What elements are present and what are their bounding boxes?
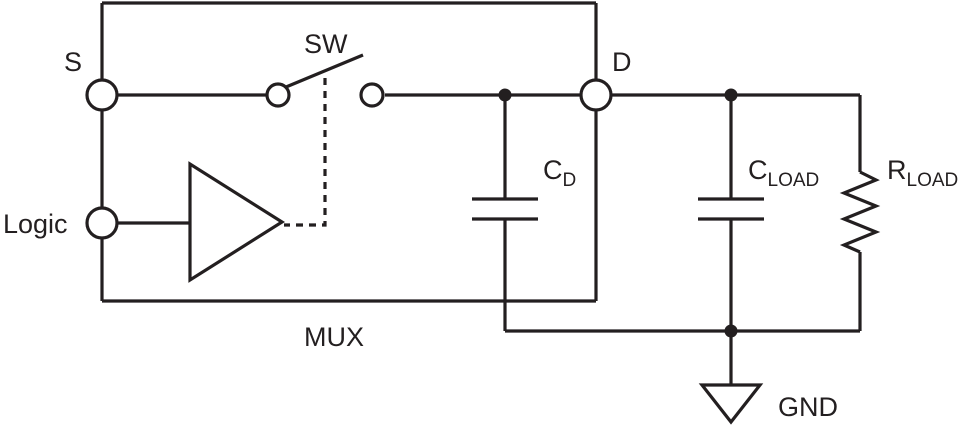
junction-dot [724,88,738,102]
resistor-zigzag [839,170,881,254]
switch-control-link [284,78,327,227]
junction-dot [498,88,512,102]
switch-blade [285,53,364,89]
cload-label-letter: C [748,155,768,185]
switch [265,53,385,227]
buffer-triangle [188,161,286,283]
drain-pin-label: D [612,47,632,77]
mux-block-outline [100,1,598,303]
rload-label-letter: R [887,155,907,185]
rload-label: RLOAD [887,155,958,191]
logic-buffer [117,161,286,283]
logic-pin-label: Logic [3,209,68,239]
source-pin [85,78,119,112]
ground-icon [698,383,764,425]
cload-label-subscript: LOAD [768,170,820,191]
cd-label-letter: C [543,155,563,185]
rload-label-subscript: LOAD [907,170,959,191]
switch-right-contact [359,82,385,108]
drain-pin [579,78,613,112]
rload-resistor [839,95,881,331]
mux-block-label: MUX [304,322,364,352]
source-pin-label: S [64,47,82,77]
cload-label: CLOAD [748,155,819,191]
cd-capacitor [472,88,538,331]
cload-capacitor [698,88,764,385]
switch-label: SW [304,29,348,59]
switch-left-contact [265,82,291,108]
ground-label: GND [778,392,838,422]
cd-label: CD [543,155,576,191]
cd-label-subscript: D [563,170,577,191]
logic-pin [85,206,119,240]
